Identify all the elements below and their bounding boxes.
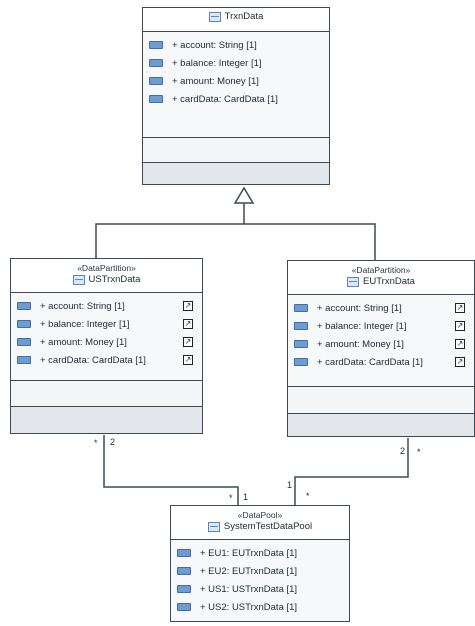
operations-compartment: [11, 380, 202, 407]
attribute-icon: [177, 549, 191, 557]
link-arrow-icon[interactable]: ↗: [455, 303, 465, 313]
class-name: EUTrxnData: [363, 276, 415, 287]
link-arrow-icon[interactable]: ↗: [183, 337, 193, 347]
attribute-row[interactable]: + cardData: CardData [1]: [143, 90, 329, 108]
attribute-row[interactable]: + EU1: EUTrxnData [1]: [171, 544, 349, 562]
extra-compartment: [11, 406, 202, 433]
class-name: TrxnData: [224, 11, 264, 22]
attribute-row[interactable]: + account: String [1]: [143, 36, 329, 54]
attribute-icon: [294, 304, 308, 312]
multiplicity-label: *: [306, 491, 310, 501]
link-arrow-icon[interactable]: ↗: [455, 321, 465, 331]
operations-compartment: [143, 137, 329, 163]
trxndata-class[interactable]: TrxnData + account: String [1] + balance…: [142, 7, 330, 185]
class-icon: [207, 522, 220, 532]
attribute-row[interactable]: + US1: USTrxnData [1]: [171, 580, 349, 598]
ustrxndata-class[interactable]: «DataPartition» USTrxnData + account: St…: [10, 258, 203, 434]
link-arrow-icon[interactable]: ↗: [183, 319, 193, 329]
multiplicity-label: *: [417, 447, 421, 457]
class-icon: [347, 277, 360, 287]
attribute-icon: [17, 338, 31, 346]
class-name: SystemTestDataPool: [223, 521, 313, 532]
attribute-icon: [177, 603, 191, 611]
attribute-row[interactable]: + balance: Integer [1]↗: [11, 315, 202, 333]
link-arrow-icon[interactable]: ↗: [183, 301, 193, 311]
attribute-row[interactable]: + cardData: CardData [1]↗: [11, 351, 202, 369]
attribute-icon: [149, 77, 163, 85]
attribute-row[interactable]: + balance: Integer [1]↗: [288, 317, 474, 335]
operations-compartment: [288, 386, 474, 414]
multiplicity-label: *: [229, 493, 233, 503]
attribute-row[interactable]: + balance: Integer [1]: [143, 54, 329, 72]
attribute-icon: [177, 567, 191, 575]
attribute-icon: [149, 59, 163, 67]
association-us-pool-line: [103, 435, 239, 506]
link-arrow-icon[interactable]: ↗: [455, 339, 465, 349]
attribute-icon: [177, 585, 191, 593]
multiplicity-label: 1: [287, 480, 293, 490]
attribute-icon: [17, 356, 31, 364]
link-arrow-icon[interactable]: ↗: [183, 355, 193, 365]
attribute-row[interactable]: + amount: Money [1]↗: [11, 333, 202, 351]
generalization-us-line: [95, 223, 376, 260]
generalization-arrowhead: [233, 186, 255, 204]
stereotype-label: «DataPartition»: [351, 265, 411, 275]
attribute-row[interactable]: + US2: USTrxnData [1]: [171, 598, 349, 616]
stereotype-label: «DataPartition»: [77, 263, 136, 273]
attribute-icon: [17, 320, 31, 328]
stereotype-label: «DataPool»: [237, 510, 283, 520]
attribute-row[interactable]: + amount: Money [1]↗: [288, 335, 474, 353]
attribute-icon: [149, 95, 163, 103]
attribute-row[interactable]: + account: String [1]↗: [11, 297, 202, 315]
association-eu-pool-line: [294, 438, 409, 506]
eutrxndata-class[interactable]: «DataPartition» EUTrxnData + account: St…: [287, 260, 475, 437]
multiplicity-label: 1: [243, 492, 249, 502]
attribute-row[interactable]: + account: String [1]↗: [288, 299, 474, 317]
attribute-row[interactable]: + amount: Money [1]: [143, 72, 329, 90]
class-name: USTrxnData: [88, 274, 141, 285]
attribute-icon: [149, 41, 163, 49]
attribute-row[interactable]: + cardData: CardData [1]↗: [288, 353, 474, 371]
attribute-row[interactable]: + EU2: EUTrxnData [1]: [171, 562, 349, 580]
multiplicity-label: *: [94, 438, 98, 448]
class-icon: [72, 275, 85, 285]
systemtestdatapool-class[interactable]: «DataPool» SystemTestDataPool + EU1: EUT…: [170, 505, 350, 622]
attribute-icon: [294, 358, 308, 366]
extra-compartment: [143, 162, 329, 184]
class-icon: [208, 12, 221, 22]
link-arrow-icon[interactable]: ↗: [455, 357, 465, 367]
extra-compartment: [288, 413, 474, 436]
attribute-icon: [294, 340, 308, 348]
attribute-icon: [294, 322, 308, 330]
multiplicity-label: 2: [400, 446, 406, 456]
multiplicity-label: 2: [110, 437, 116, 447]
attribute-icon: [17, 302, 31, 310]
